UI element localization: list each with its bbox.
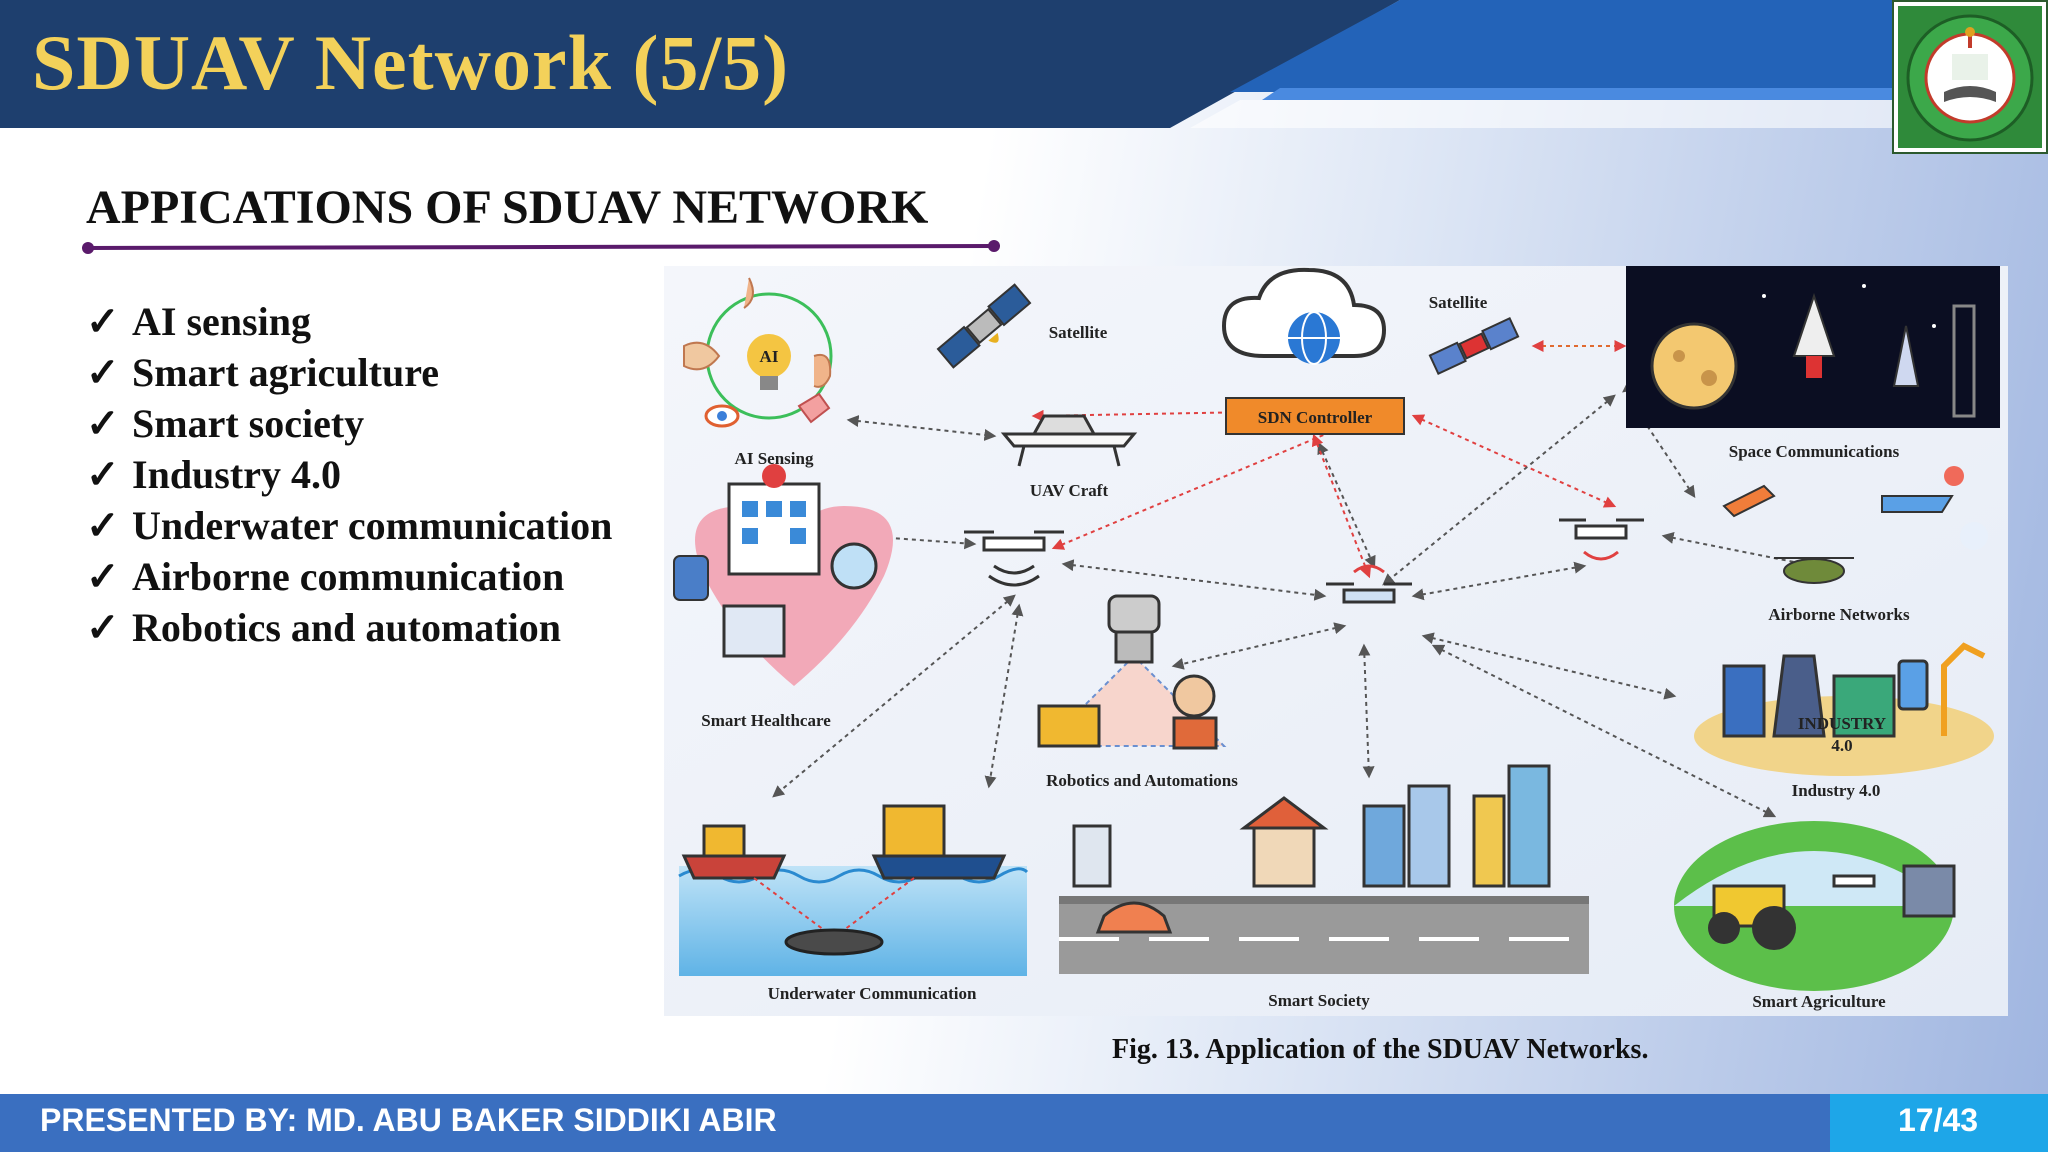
sdn-controller-label: SDN Controller (1258, 408, 1373, 427)
list-item: ✓ Smart society (86, 398, 612, 449)
smart-healthcare-icon (673, 464, 893, 686)
smart-agriculture-label: Smart Agriculture (1752, 992, 1886, 1011)
airborne-networks-label: Airborne Networks (1768, 605, 1910, 624)
list-item: ✓ AI sensing (86, 296, 612, 347)
list-item: ✓ Underwater communication (86, 500, 612, 551)
smart-agriculture-icon (1674, 821, 1956, 991)
check-icon: ✓ (86, 452, 120, 497)
check-icon: ✓ (86, 605, 120, 650)
section-heading: APPICATIONS OF SDUAV NETWORK (86, 181, 929, 234)
slide-title: SDUAV Network (5/5) (32, 19, 790, 106)
list-item-text: Robotics and automation (132, 605, 561, 650)
robotics-label: Robotics and Automations (1046, 771, 1238, 790)
check-icon: ✓ (86, 554, 120, 599)
sdn-controller-box (1225, 397, 1405, 435)
uav-craft-icon (1000, 414, 1138, 467)
smart-healthcare-label: Smart Healthcare (701, 711, 831, 730)
list-item-text: Airborne communication (132, 554, 565, 599)
ai-sensing-label: AI Sensing (735, 449, 814, 468)
ai-badge-text: AI (760, 347, 779, 366)
applications-list: ✓ AI sensing ✓ Smart agriculture ✓ Smart so… (86, 296, 612, 653)
satellite-icon (1428, 317, 1520, 375)
industry-icon (1694, 642, 1994, 776)
smart-society-label: Smart Society (1268, 991, 1370, 1010)
underwater-communication-label: Underwater Communication (768, 984, 977, 1003)
industry-label: Industry 4.0 (1792, 781, 1881, 800)
cloud-icon (1221, 267, 1387, 365)
list-item-text: Underwater communication (132, 503, 613, 548)
underwater-communication-icon (678, 804, 1029, 976)
presenter-text: PRESENTED BY: MD. ABU BAKER SIDDIKI ABIR (40, 1102, 777, 1138)
sduav-applications-figure: AI AI Sensing Satellite UAV Craft SDN Co… (664, 266, 2008, 1016)
satellite-left-label: Satellite (1049, 323, 1108, 342)
space-communications-panel (1626, 266, 2000, 428)
list-item-text: Smart society (132, 401, 365, 446)
list-item: ✓ Robotics and automation (86, 602, 612, 653)
check-icon: ✓ (86, 350, 120, 395)
smart-society-icon (1059, 764, 1589, 974)
list-item-text: AI sensing (132, 299, 311, 344)
title-bar-background (0, 0, 2048, 128)
satellite-icon (936, 283, 1032, 369)
list-item-text: Industry 4.0 (132, 452, 341, 497)
industry-badge-number: 4.0 (1831, 736, 1852, 755)
check-icon: ✓ (86, 299, 120, 344)
check-icon: ✓ (86, 503, 120, 548)
list-item: ✓ Airborne communication (86, 551, 612, 602)
drone-icon (964, 530, 1064, 587)
footer-bar: PRESENTED BY: MD. ABU BAKER SIDDIKI ABIR (0, 1094, 2048, 1152)
university-logo (1892, 0, 2048, 154)
uav-craft-label: UAV Craft (1030, 481, 1109, 500)
page-number: 17/43 (1898, 1102, 1979, 1138)
list-item: ✓ Smart agriculture (86, 347, 612, 398)
title-bar (0, 0, 2048, 128)
page-number-box (1830, 1094, 2048, 1152)
check-icon: ✓ (86, 401, 120, 446)
space-communications-label: Space Communications (1729, 442, 1900, 461)
robotics-icon (1037, 594, 1227, 750)
satellite-right-label: Satellite (1429, 293, 1488, 312)
ai-sensing-icon: AI (683, 277, 833, 428)
drone-icon (1326, 564, 1412, 604)
figure-caption: Fig. 13. Application of the SDUAV Networ… (1112, 1034, 1649, 1065)
industry-badge-text: INDUSTRY (1798, 714, 1886, 733)
airborne-networks-icon (1722, 466, 1988, 584)
heading-underline (82, 240, 1000, 254)
list-item-text: Smart agriculture (132, 350, 439, 395)
list-item: ✓ Industry 4.0 (86, 449, 612, 500)
drone-icon (1559, 518, 1644, 561)
connector-arrows (772, 340, 1817, 818)
